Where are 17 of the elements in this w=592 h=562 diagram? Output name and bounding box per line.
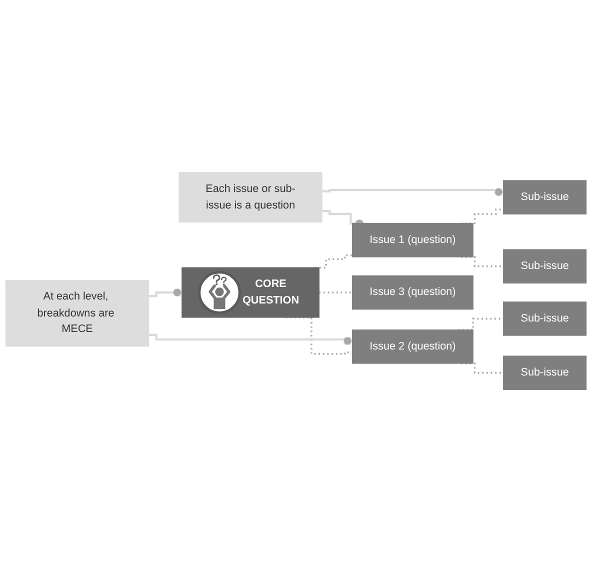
connector: [461, 256, 504, 268]
node-box: Sub-issue: [503, 180, 587, 214]
node-box: Issue 2 (question): [352, 330, 474, 364]
connector: [322, 188, 504, 196]
node-box: Issue 3 (question): [352, 275, 474, 310]
node-box: Sub-issue: [503, 302, 587, 336]
node-box: At each level, breakdowns are MECE: [5, 280, 150, 347]
connector: [315, 254, 352, 268]
node-box: Each issue or sub-issue is a question: [178, 172, 322, 223]
node-box: Sub-issue: [503, 249, 587, 284]
connector: [319, 292, 352, 294]
node-box: Issue 1 (question): [352, 223, 474, 258]
node-box: Sub-issue: [503, 356, 587, 390]
connector: [461, 362, 504, 374]
connector: [148, 334, 352, 346]
node-box: CORE QUESTION: [182, 267, 320, 318]
connector: [148, 288, 182, 298]
